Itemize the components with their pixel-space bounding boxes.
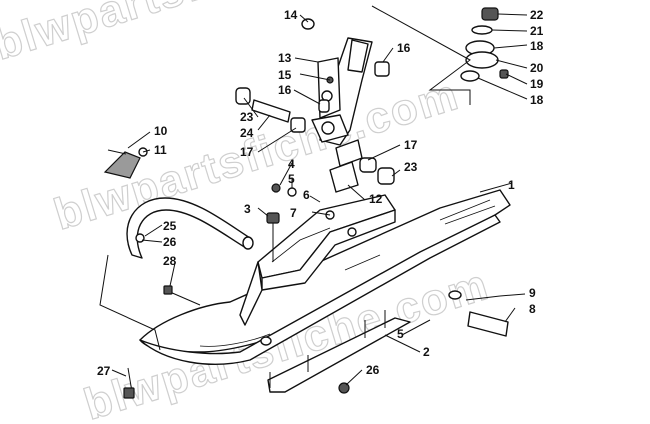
shock-hardware — [301, 7, 509, 84]
callout-28: 28 — [163, 254, 177, 268]
callout-24: 24 — [240, 126, 254, 140]
callout-12: 12 — [369, 192, 383, 206]
callout-13: 13 — [278, 51, 292, 65]
callout-23: 23 — [240, 110, 254, 124]
leader-lines — [99, 5, 528, 386]
callout-18: 18 — [530, 93, 544, 107]
watermark-text: blwpartsfiche.com — [49, 70, 465, 240]
callout-4: 4 — [288, 157, 295, 171]
callout-26: 26 — [366, 363, 380, 377]
fasteners — [123, 183, 509, 399]
callout-22: 22 — [530, 8, 544, 22]
callout-25: 25 — [163, 219, 177, 233]
ski-loop — [126, 197, 254, 259]
callout-20: 20 — [530, 61, 544, 75]
callout-14: 14 — [284, 8, 298, 22]
wear-bar — [267, 310, 411, 393]
callout-10: 10 — [154, 124, 168, 138]
callout-2: 2 — [423, 345, 430, 359]
callout-7: 7 — [290, 206, 297, 220]
callout-26: 26 — [163, 235, 177, 249]
callout-6: 6 — [303, 188, 310, 202]
bracket — [103, 147, 148, 179]
callout-23: 23 — [404, 160, 418, 174]
callout-16: 16 — [397, 41, 411, 55]
callout-1: 1 — [508, 178, 515, 192]
callout-15: 15 — [278, 68, 292, 82]
callout-17: 17 — [240, 145, 254, 159]
callout-8: 8 — [529, 302, 536, 316]
callout-3: 3 — [244, 202, 251, 216]
callout-27: 27 — [97, 364, 111, 378]
callout-16: 16 — [278, 83, 292, 97]
ski — [139, 189, 511, 365]
spindle — [311, 37, 373, 167]
callout-5: 5 — [288, 172, 295, 186]
callout-17: 17 — [404, 138, 418, 152]
callout-9: 9 — [529, 286, 536, 300]
callout-21: 21 — [530, 24, 544, 38]
callout-5: 5 — [397, 327, 404, 341]
callout-18: 18 — [530, 39, 544, 53]
callout-11: 11 — [154, 143, 167, 157]
callout-19: 19 — [530, 77, 544, 91]
callout-labels: 1 2 3 4 5 5 6 7 8 9 10 11 12 13 14 15 16… — [97, 8, 544, 378]
